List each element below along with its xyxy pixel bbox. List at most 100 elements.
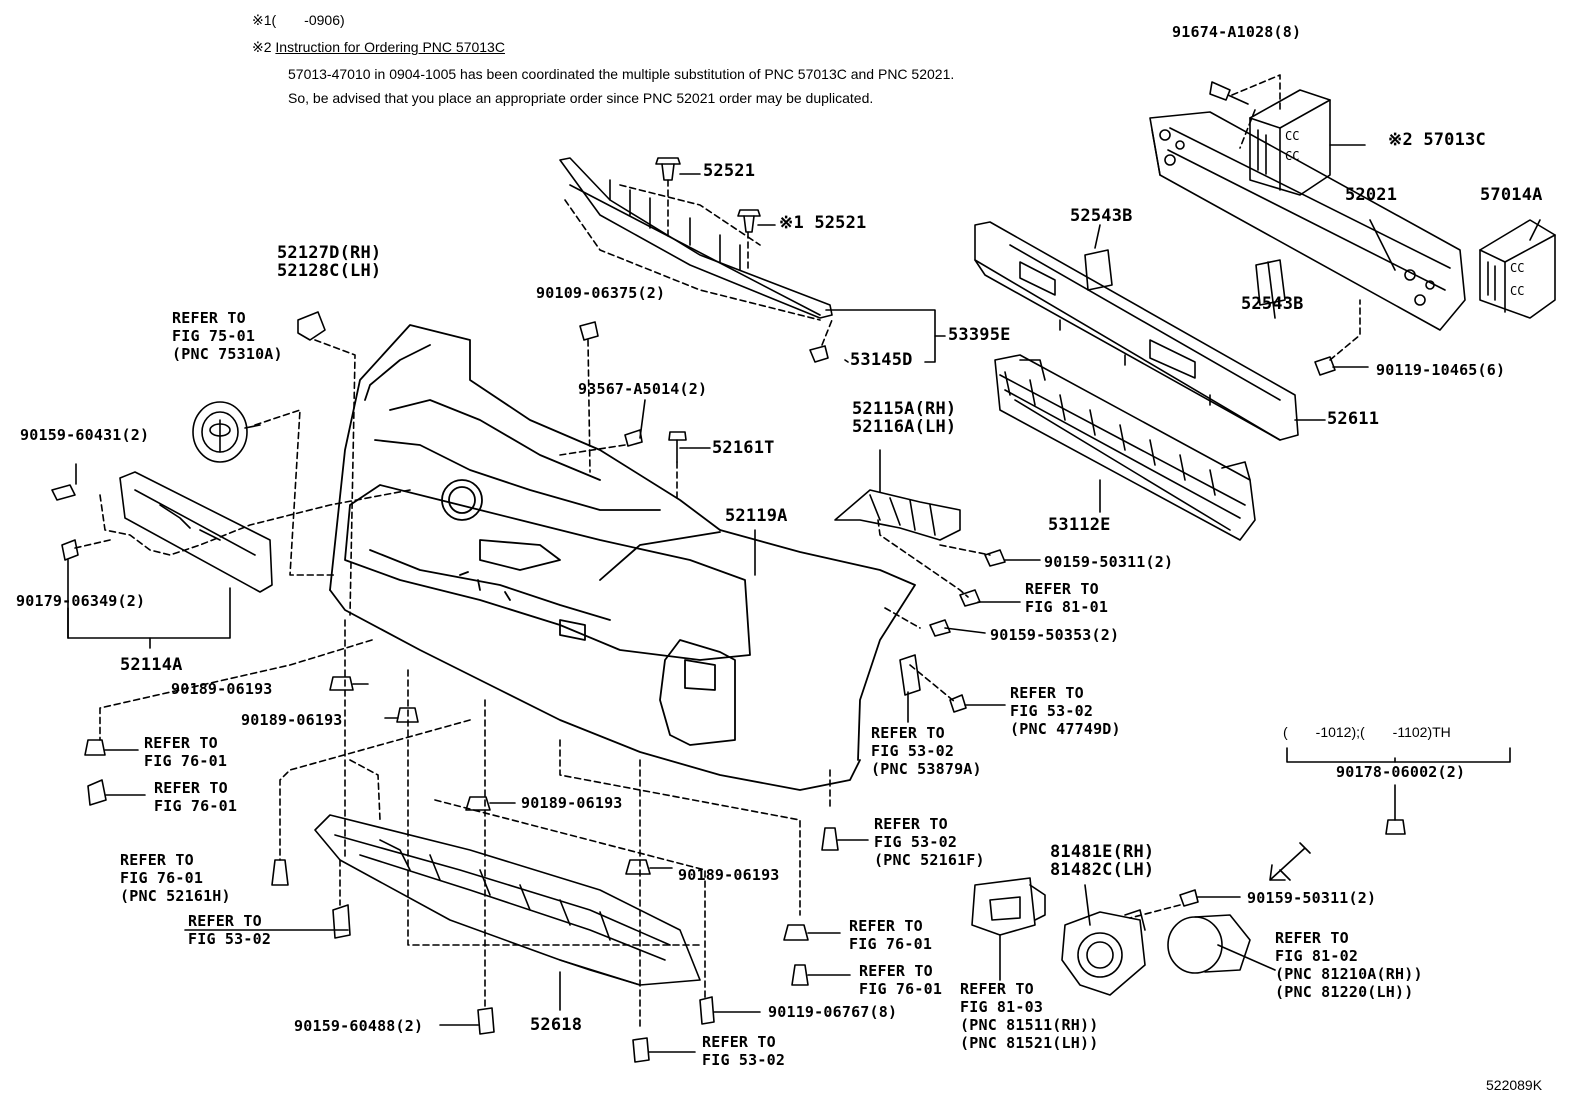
note-footnote-2: ※2 Instruction for Ordering PNC 57013C [252, 38, 505, 56]
refer-fig-76-01-e-fig[interactable]: FIG 76-01 [859, 980, 943, 998]
bolt-refer-5302b [332, 904, 351, 939]
part-label-52114a[interactable]: 52114A [120, 655, 183, 675]
part-label-52115a-rh: 52115A(RH) [852, 399, 957, 419]
refer-fig: FIG 53-02 [871, 742, 955, 760]
refer-fig-53-02-53879a[interactable]: REFER TO FIG 53-02 (PNC 53879A) [871, 724, 982, 778]
part-label-90119-10465[interactable]: 90119-10465(6) [1376, 361, 1506, 379]
part-label-81481e-rh: 81481E(RH) [1050, 842, 1155, 862]
part-label-52127d[interactable]: 52127D(RH) 52128C(LH) [277, 244, 381, 280]
refer-line: REFER TO [849, 917, 923, 935]
cap-52127d-drawing [297, 311, 326, 341]
bolt-refer-5302e [632, 1037, 650, 1063]
refer-fig: FIG 76-01 [120, 869, 204, 887]
clip-90189-a [329, 676, 354, 691]
part-label-90109[interactable]: 90109-06375(2) [536, 284, 666, 302]
refer-fig-81-03[interactable]: REFER TO FIG 81-03 (PNC 81511(RH)) (PNC … [960, 980, 1098, 1052]
part-label-91674[interactable]: 91674-A1028(8) [1172, 23, 1302, 41]
part-label-90159-50311-a[interactable]: 90159-50311(2) [1044, 553, 1174, 571]
part-label-52543b-a[interactable]: 52543B [1070, 206, 1133, 226]
bumper-reinforcement-drawing [1149, 111, 1466, 331]
clip-52161f [821, 827, 839, 851]
clip-52521-a [655, 157, 681, 181]
part-label-53145d[interactable]: 53145D [850, 350, 913, 370]
bolt-47749d [949, 694, 967, 713]
refer-fig: FIG 53-02 [188, 930, 272, 948]
part-label-90189-c[interactable]: 90189-06193 [521, 794, 623, 812]
refer-fig: FIG 81-01 [1025, 598, 1109, 616]
refer-line: REFER TO [1010, 684, 1084, 702]
part-label-57014a[interactable]: 57014A [1480, 185, 1543, 205]
part-label-52611[interactable]: 52611 [1327, 409, 1380, 429]
bumper-cover-drawing [329, 324, 916, 791]
bolt-90159-50311a [984, 549, 1006, 567]
part-label-53395e[interactable]: 53395E [948, 325, 1011, 345]
refer-pnc: (PNC 75310A) [172, 345, 283, 363]
bracket-57013c-drawing: CC CC [1249, 89, 1331, 196]
refer-fig-76-01-e-line[interactable]: REFER TO [859, 962, 933, 980]
refer-fig: FIG 75-01 [172, 327, 256, 345]
clip-refer-7601a [84, 739, 106, 756]
refer-pnc-rh: (PNC 81210A(RH)) [1275, 965, 1423, 983]
part-label-52618[interactable]: 52618 [530, 1015, 583, 1035]
part-label-90189-a[interactable]: 90189-06193 [171, 680, 273, 698]
bolt-90159-50311b [1179, 889, 1199, 907]
refer-line: REFER TO [874, 815, 948, 833]
part-label-52543b-b[interactable]: 52543B [1241, 294, 1304, 314]
refer-line: REFER TO [188, 912, 262, 930]
refer-fig: FIG 81-03 [960, 998, 1044, 1016]
part-label-52521-a[interactable]: 52521 [703, 161, 756, 181]
bracket-57014a-drawing: CC CC [1479, 219, 1556, 319]
refer-fig-76-01-a[interactable]: REFER TO FIG 76-01 [144, 734, 227, 770]
part-label-57013c[interactable]: ※2 57013C [1388, 130, 1486, 150]
part-label-90159-50353[interactable]: 90159-50353(2) [990, 626, 1120, 644]
bolt-refer-7601e [791, 964, 809, 986]
part-label-93567[interactable]: 93567-A5014(2) [578, 380, 708, 398]
energy-absorber-drawing [974, 221, 1299, 441]
emblem-drawing [192, 401, 261, 463]
side-retainer-drawing [834, 489, 961, 541]
part-label-52115a[interactable]: 52115A(RH) 52116A(LH) [852, 400, 956, 436]
part-label-90178[interactable]: 90178-06002(2) [1336, 763, 1466, 781]
bolt-90119-06767 [699, 996, 715, 1025]
nut-90178 [1385, 819, 1406, 835]
part-label-90159-60488[interactable]: 90159-60488(2) [294, 1017, 424, 1035]
refer-line: REFER TO [172, 309, 246, 327]
part-label-90179[interactable]: 90179-06349(2) [16, 592, 146, 610]
svg-text:CC: CC [1285, 149, 1299, 163]
part-label-90189-b[interactable]: 90189-06193 [241, 711, 343, 729]
bolt-90159-60488 [477, 1007, 495, 1035]
part-label-90159-60431[interactable]: 90159-60431(2) [20, 426, 150, 444]
refer-fig-76-01-b[interactable]: REFER TO FIG 76-01 [154, 779, 237, 815]
part-label-53112e[interactable]: 53112E [1048, 515, 1111, 535]
refer-pnc-lh: (PNC 81521(LH)) [960, 1034, 1099, 1052]
refer-pnc: (PNC 52161H) [120, 887, 231, 905]
refer-fig-81-01[interactable]: REFER TO FIG 81-01 [1025, 580, 1108, 616]
refer-fig-75-01[interactable]: REFER TO FIG 75-01 (PNC 75310A) [172, 309, 283, 363]
refer-fig-53-02-47749d[interactable]: REFER TO FIG 53-02 (PNC 47749D) [1010, 684, 1121, 738]
part-label-90159-50311-b[interactable]: 90159-50311(2) [1247, 889, 1377, 907]
part-label-90119-06767[interactable]: 90119-06767(8) [768, 1003, 898, 1021]
clip-refer-7601d [783, 924, 809, 941]
part-label-52119a[interactable]: 52119A [725, 506, 788, 526]
clip-90189-c [465, 796, 491, 811]
refer-fig-53-02-e[interactable]: REFER TO FIG 53-02 [702, 1033, 785, 1069]
part-label-81482c-lh: 81482C(LH) [1050, 860, 1155, 880]
clip-52521-b [737, 209, 761, 233]
refer-line: REFER TO [702, 1033, 776, 1051]
refer-fig-53-02-52161f[interactable]: REFER TO FIG 53-02 (PNC 52161F) [874, 815, 985, 869]
refer-fig-81-02[interactable]: REFER TO FIG 81-02 (PNC 81210A(RH)) (PNC… [1275, 929, 1423, 1001]
part-label-90189-d[interactable]: 90189-06193 [678, 866, 780, 884]
refer-fig-53-02-b[interactable]: REFER TO FIG 53-02 [188, 912, 271, 948]
part-label-81481e[interactable]: 81481E(RH) 81482C(LH) [1050, 843, 1154, 879]
refer-line: REFER TO [1275, 929, 1349, 947]
part-label-52161t[interactable]: 52161T [712, 438, 775, 458]
part-label-52021[interactable]: 52021 [1345, 185, 1398, 205]
note-footnote-2-marker: ※2 [252, 39, 276, 55]
clip-53145d [809, 345, 829, 363]
part-label-52521-b[interactable]: ※1 52521 [779, 213, 867, 233]
refer-fig: FIG 53-02 [1010, 702, 1094, 720]
refer-fig-76-01-52161h[interactable]: REFER TO FIG 76-01 (PNC 52161H) [120, 851, 231, 905]
refer-fig-76-01-d[interactable]: REFER TO FIG 76-01 [849, 917, 932, 953]
spacer-block-2 [1255, 259, 1286, 306]
